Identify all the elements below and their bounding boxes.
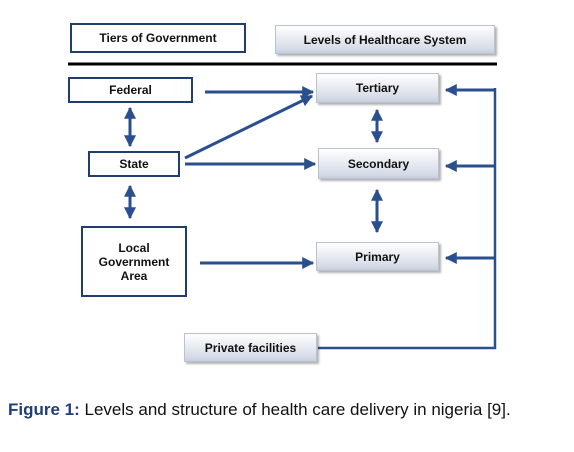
caption-label: Figure 1: [8,400,80,419]
figure-caption: Figure 1: Levels and structure of health… [8,398,564,421]
lga-box: Local Government Area [81,226,187,297]
state-box: State [88,151,180,177]
caption-text: Levels and structure of health care deli… [79,400,511,419]
secondary-box: Secondary [318,148,439,179]
arrow-state-tertiary [184,94,314,160]
federal-box: Federal [68,77,193,103]
private-facilities-box: Private facilities [184,333,317,362]
tiers-header: Tiers of Government [70,23,246,53]
primary-box: Primary [316,242,439,271]
levels-header: Levels of Healthcare System [275,25,495,54]
private-feedback-line [318,88,497,350]
tertiary-box: Tertiary [316,73,439,103]
